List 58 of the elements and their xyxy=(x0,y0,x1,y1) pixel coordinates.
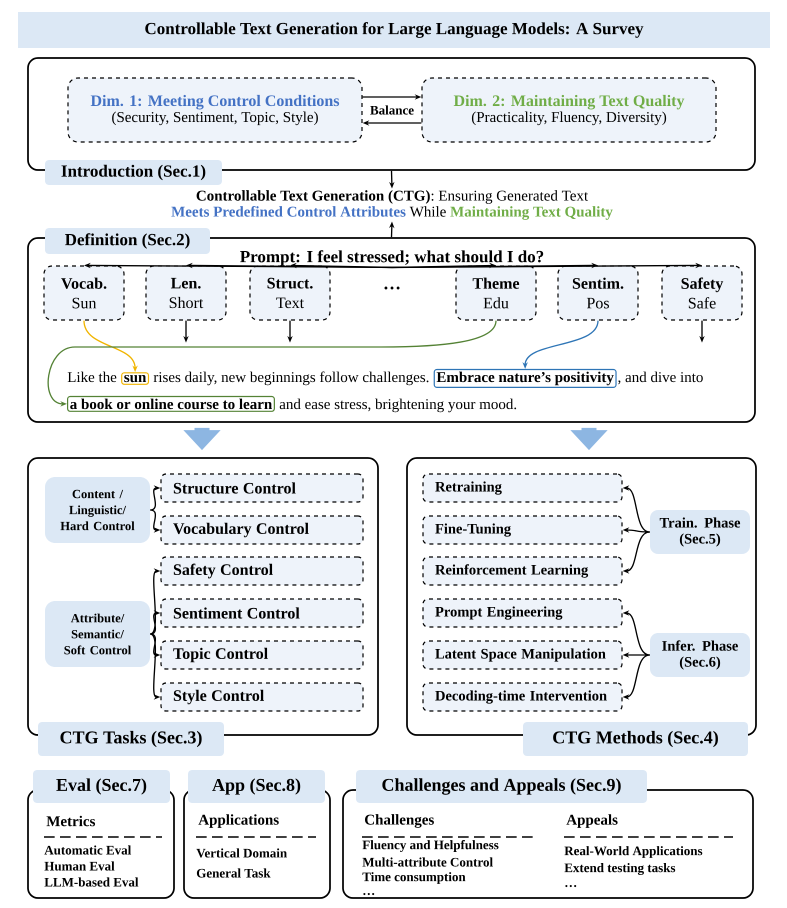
section-tab: Definition (Sec.2) xyxy=(45,228,210,254)
definition-text: Controllable Text Generation (CTG): Ensuring Generated Text Meets Predefined Control Attributes While Maintaining Text Quality xyxy=(171,190,613,220)
list-item: Human Eval xyxy=(44,861,114,871)
section-tab: Challenges and Appeals (Sec.9) xyxy=(356,770,647,804)
list-item: … xyxy=(565,884,576,888)
highlighted-phrase: a book or online course to learn xyxy=(67,396,275,412)
ellipsis: … xyxy=(384,286,400,290)
section-tab: Eval (Sec.7) xyxy=(33,770,170,804)
list-item: Real-World Applications xyxy=(564,846,702,858)
column-heading: Metrics xyxy=(46,816,96,826)
sentence-text: and ease stress, brightening your mood. xyxy=(280,398,516,412)
list-item: Multi-attribute Control xyxy=(362,857,493,867)
item-box: Safety Control xyxy=(160,556,364,586)
section-tab: CTG Methods (Sec.4) xyxy=(523,722,748,756)
item-box: Decoding-time Intervention xyxy=(422,682,623,712)
title-banner: Controllable Text Generation for Large Language Models: A Survey xyxy=(18,12,770,48)
item-box: Sentiment Control xyxy=(160,598,364,628)
section-tab: App (Sec.8) xyxy=(188,770,325,804)
list-item: Time consumption xyxy=(362,872,466,884)
item-box: Structure Control xyxy=(160,473,364,503)
attribute-box: Safety Safe xyxy=(661,265,743,321)
list-item: General Task xyxy=(196,868,271,878)
column-heading: Challenges xyxy=(365,814,434,828)
item-box: Style Control xyxy=(160,682,364,712)
highlighted-phrase: sun xyxy=(121,372,150,385)
highlighted-phrase: Embrace nature’s positivity xyxy=(434,368,617,388)
phase-box: Infer. Phase (Sec.6) xyxy=(650,633,750,677)
column-heading: Appeals xyxy=(566,814,618,828)
sentence-text: Like the xyxy=(68,372,116,382)
column-heading: Applications xyxy=(198,814,279,828)
attribute-box: Struct. Text xyxy=(249,265,331,321)
attribute-box: Vocab. Sun xyxy=(43,265,125,321)
edge-label: Balance xyxy=(368,104,416,116)
list-item: Fluency and Helpfulness xyxy=(362,840,498,852)
item-box: Fine-Tuning xyxy=(422,515,623,545)
list-item: … xyxy=(363,892,374,896)
item-box: Retraining xyxy=(422,473,623,503)
item-box: Latent Space Manipulation xyxy=(422,640,623,670)
dimension-box: Dim. 2: Maintaining Text Quality (Practicality, Fluency, Diversity) xyxy=(421,77,717,143)
dimension-box: Dim. 1: Meeting Control Conditions (Security, Sentiment, Topic, Style) xyxy=(67,77,363,143)
attribute-box: Theme Edu xyxy=(455,265,537,321)
section-tab: Introduction (Sec.1) xyxy=(45,160,222,186)
item-box: Prompt Engineering xyxy=(422,598,623,628)
list-item: Automatic Eval xyxy=(44,845,132,855)
section-tab: CTG Tasks (Sec.3) xyxy=(38,722,224,756)
item-box: Topic Control xyxy=(160,640,364,670)
phase-box: Train. Phase (Sec.5) xyxy=(650,510,750,554)
category-box: Attribute/ Semantic/ Soft Control xyxy=(45,601,150,667)
category-box: Content / Linguistic/ Hard Control xyxy=(45,477,150,543)
item-box: Reinforcement Learning xyxy=(422,556,623,586)
list-item: LLM-based Eval xyxy=(44,877,138,887)
list-item: Vertical Domain xyxy=(196,848,287,858)
prompt-text: Prompt: I feel stressed; what should I do? xyxy=(240,250,544,266)
attribute-box: Sentim. Pos xyxy=(557,265,639,321)
sentence-text: rises daily, new beginnings follow challenges. xyxy=(154,371,428,386)
list-item: Extend testing tasks xyxy=(564,863,676,875)
item-box: Vocabulary Control xyxy=(160,515,364,545)
attribute-box: Len. Short xyxy=(145,265,227,321)
